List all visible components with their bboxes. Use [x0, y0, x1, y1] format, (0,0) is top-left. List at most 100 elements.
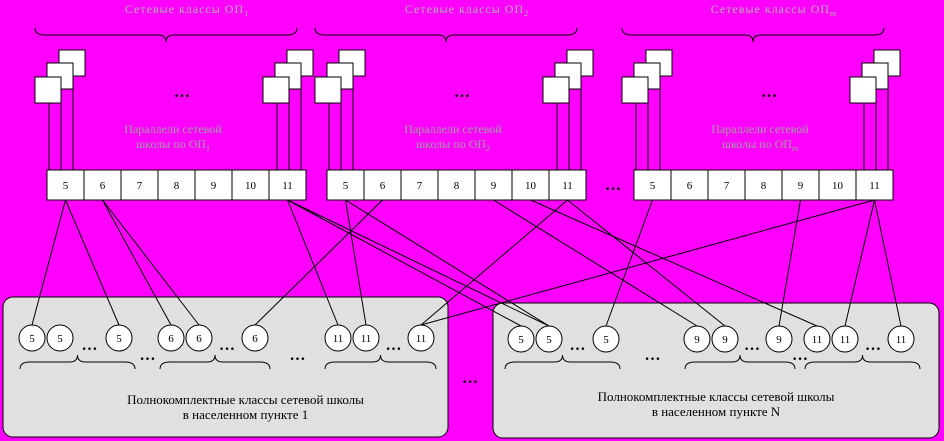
group-header-3-main: Сетевые классы ОП [711, 2, 830, 16]
grade-cell-label-g1-11: 11 [282, 180, 293, 192]
cluster-ellipsis-l2-1: … [570, 337, 586, 354]
parallels-label-1-line2-subscript: 1 [206, 144, 210, 153]
group-header-2: Сетевые классы ОП2 [405, 2, 529, 18]
grade-cell-label-g3-11: 11 [869, 180, 880, 192]
parallels-label-1-line1: Параллели сетевой [124, 122, 222, 136]
grade-cell-g3-9 [781, 169, 820, 201]
class-circle-label-l2-g9-2: 9 [722, 334, 728, 346]
class-circle-label-l1-g6-2: 6 [196, 333, 202, 345]
class-circle-label-l1-g11-3: 11 [416, 333, 427, 345]
cluster-ellipsis-l1-1: … [82, 337, 98, 354]
grade-cell-label-g1-10: 10 [245, 180, 257, 192]
cluster-brace-l1-3 [324, 354, 437, 370]
parallels-label-2-line2-main: школы по ОП [416, 137, 486, 151]
parallels-label-2-line2: школы по ОП2 [416, 137, 490, 153]
parallels-label-3-line1: Параллели сетевой [711, 122, 809, 136]
grade-cell-label-g3-5: 5 [650, 180, 656, 192]
connection-line-6 [287, 199, 522, 327]
connection-line-10 [254, 199, 383, 326]
grade-cell-label-g2-11: 11 [562, 180, 573, 192]
class-circle-label-l2-g5-3: 5 [603, 334, 609, 346]
group-brace-3 [621, 27, 885, 43]
class-circle-label-l2-g9-3: 9 [776, 334, 782, 346]
connection-line-2 [65, 199, 120, 326]
group-brace-1 [34, 27, 298, 43]
class-circle-label-l1-g11-2: 11 [361, 333, 372, 345]
parallels-label-1-line2: школы по ОП1 [136, 137, 210, 153]
network-class-box-g3-l3 [621, 76, 649, 104]
class-circle-l1-g5-2 [46, 324, 74, 352]
cluster-ellipsis-l2-3: … [865, 337, 881, 354]
grade-cell-g3-7 [707, 169, 746, 201]
class-circle-label-l1-g6-1: 6 [168, 333, 174, 345]
connection-line-1 [31, 199, 66, 326]
connection-line-5 [287, 199, 339, 326]
grade-cell-label-g3-7: 7 [724, 180, 730, 192]
grade-cell-g1-9 [194, 169, 233, 201]
parallels-label-3-line2: школы по ОПm [722, 137, 799, 153]
connection-line-7 [287, 199, 550, 327]
grade-cell-label-g2-8: 8 [454, 180, 460, 192]
group-class-ellipsis-1: … [174, 84, 190, 101]
grade-cell-label-g2-6: 6 [380, 180, 386, 192]
cluster-brace-l2-3 [804, 354, 921, 370]
between-localities-ellipsis: … [462, 370, 478, 387]
group-class-ellipsis-2: … [454, 84, 470, 101]
grade-cell-label-g3-6: 6 [687, 180, 693, 192]
connection-line-18 [874, 199, 902, 327]
grade-cell-g2-8 [437, 169, 476, 201]
parallels-label-2-line2-subscript: 2 [486, 144, 490, 153]
cluster-brace-l2-1 [504, 354, 621, 370]
parallels-label-1-line2-main: школы по ОП [136, 137, 206, 151]
grade-cell-label-g1-5: 5 [63, 180, 69, 192]
grade-cell-label-g3-10: 10 [832, 180, 844, 192]
grade-cell-g3-5 [633, 169, 672, 201]
grade-cell-g1-10 [231, 169, 270, 201]
parallels-label-2-line1: Параллели сетевой [404, 122, 502, 136]
between-groups-ellipsis: … [605, 177, 621, 194]
grade-cell-label-g3-8: 8 [761, 180, 767, 192]
cluster-brace-l1-2 [159, 354, 271, 370]
cluster-ellipsis-l2-2: … [744, 337, 760, 354]
group-header-1-main: Сетевые классы ОП [125, 2, 244, 16]
group-header-2-subscript: 2 [524, 9, 529, 18]
grade-cell-g1-7 [120, 169, 159, 201]
between-cluster-ellipsis-l1-2: … [290, 347, 306, 364]
grade-cell-g2-7 [400, 169, 439, 201]
connection-line-12 [530, 199, 818, 327]
network-class-box-g3-r3 [849, 76, 877, 104]
locality-caption-1-line1: Полнокомплектные классы сетевой школы [127, 392, 364, 407]
grade-cell-g1-8 [157, 169, 196, 201]
class-circle-label-l2-g11-3: 11 [896, 334, 907, 346]
grade-cell-label-g1-8: 8 [174, 180, 180, 192]
grade-cell-label-g2-5: 5 [343, 180, 349, 192]
cluster-brace-l1-1 [19, 354, 136, 370]
class-circle-label-l2-g11-2: 11 [840, 334, 851, 346]
group-class-ellipsis-3: … [761, 84, 777, 101]
parallels-label-3-line2-main: школы по ОП [722, 137, 792, 151]
network-class-box-g2-r3 [542, 76, 570, 104]
connection-line-13 [420, 199, 568, 326]
grade-cell-g3-11 [855, 169, 894, 201]
between-cluster-ellipsis-l1-1: … [140, 347, 156, 364]
cluster-brace-l2-2 [684, 354, 796, 370]
group-header-1-subscript: 1 [244, 9, 249, 18]
connection-line-8 [345, 199, 367, 326]
class-circle-label-l2-g5-2: 5 [546, 334, 552, 346]
grade-cell-label-g1-6: 6 [100, 180, 106, 192]
connection-line-3 [102, 199, 172, 326]
between-cluster-ellipsis-l2-2: … [792, 347, 808, 364]
locality-caption-1-line2: в населенном пункте 1 [183, 407, 308, 422]
network-class-box-g1-l3 [34, 76, 62, 104]
class-circle-label-l2-g5-1: 5 [518, 334, 524, 346]
connection-line-4 [102, 199, 200, 326]
network-class-box-g2-l3 [314, 76, 342, 104]
locality-caption-2-line2: в населенном пункте N [652, 404, 781, 419]
group-header-3: Сетевые классы ОПm [711, 2, 838, 18]
grade-cell-label-g2-7: 7 [417, 180, 423, 192]
class-circle-label-l2-g11-1: 11 [812, 334, 823, 346]
between-cluster-ellipsis-l2-1: … [645, 347, 661, 364]
class-circle-label-l1-g6-3: 6 [252, 333, 258, 345]
grade-cell-label-g1-7: 7 [137, 180, 143, 192]
